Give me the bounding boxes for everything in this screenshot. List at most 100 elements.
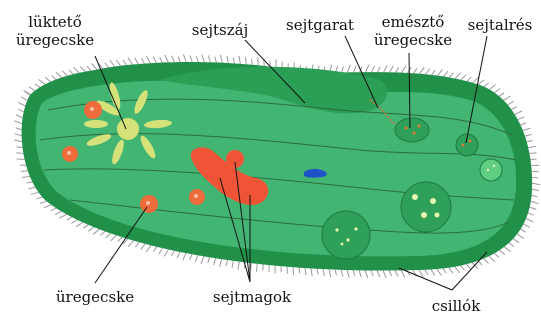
cilium	[258, 57, 259, 65]
cilium	[518, 117, 525, 120]
cilium	[420, 67, 425, 74]
cilium	[528, 146, 536, 147]
cilium	[239, 56, 240, 64]
cilium	[183, 253, 186, 260]
cilium	[395, 271, 398, 277]
cilium	[37, 197, 43, 199]
digestive-vacuole-top	[395, 118, 429, 142]
cilium	[525, 134, 532, 136]
food-vacuole-large	[401, 182, 451, 232]
cilium	[401, 270, 405, 277]
cilium	[527, 141, 533, 142]
cilium	[233, 57, 234, 63]
cilium	[443, 268, 447, 273]
cilium	[528, 213, 534, 215]
cilium	[425, 270, 428, 275]
cilium	[16, 115, 23, 118]
cilium	[67, 217, 72, 220]
cilium	[76, 222, 83, 226]
cilium	[60, 214, 67, 218]
cilium	[499, 93, 504, 96]
cilium	[517, 234, 524, 238]
cilium	[201, 256, 204, 264]
cilium	[461, 75, 466, 80]
cilium	[449, 268, 453, 274]
cilium	[432, 70, 436, 75]
cilium	[160, 57, 163, 62]
cilium	[135, 58, 139, 64]
cilium	[438, 69, 443, 75]
cilium	[164, 249, 168, 256]
cilium	[354, 66, 357, 73]
label-csillok: csillók	[432, 297, 482, 315]
cilium	[208, 56, 210, 63]
cilium	[489, 256, 495, 261]
cilium	[83, 225, 88, 228]
cilium	[208, 257, 210, 263]
cilium	[467, 77, 471, 81]
cilium	[141, 244, 145, 250]
cilium	[467, 264, 472, 269]
cilium	[323, 269, 324, 276]
cilium	[342, 67, 344, 73]
label-sejtmagok: sejtmagok	[213, 288, 292, 306]
cilium	[305, 268, 306, 275]
label-lukteto: lüktető	[28, 13, 82, 31]
cilium	[110, 60, 115, 67]
cilium	[172, 56, 175, 62]
cilium	[40, 201, 47, 203]
cilium	[56, 72, 62, 77]
cilium	[128, 58, 132, 65]
cilium	[348, 65, 351, 73]
cilium	[16, 153, 23, 154]
cilium	[372, 66, 375, 72]
cilium	[190, 254, 192, 260]
cilium	[45, 77, 50, 82]
cilium	[461, 266, 465, 271]
cilium	[24, 90, 31, 94]
cilium	[377, 271, 380, 277]
cilium	[257, 264, 258, 272]
cilium	[390, 66, 394, 72]
cilium	[251, 263, 252, 270]
cilium	[17, 147, 23, 148]
cilium	[153, 247, 156, 252]
cilium	[202, 54, 204, 62]
cilium	[526, 219, 533, 222]
cilium	[147, 56, 151, 63]
cilium	[128, 241, 133, 247]
cilium	[383, 271, 386, 278]
cilium	[106, 233, 111, 238]
cilium	[245, 57, 246, 64]
food-vacuole-medium	[322, 211, 370, 259]
cilium	[396, 67, 399, 72]
cilium	[18, 102, 25, 106]
cilium	[105, 63, 109, 68]
cilium	[511, 107, 516, 110]
cilium	[165, 55, 168, 62]
label-sejtgarat: sejtgarat	[286, 16, 354, 34]
cilium	[14, 140, 22, 142]
cilium	[35, 84, 40, 88]
cilium	[18, 109, 24, 112]
cilium	[426, 69, 430, 75]
label-emeszto: emésztő	[382, 13, 445, 31]
cilium	[177, 252, 180, 258]
cilium	[22, 177, 30, 178]
cilium	[51, 208, 57, 210]
cilium	[44, 205, 51, 208]
cilium	[195, 255, 198, 261]
cilium	[530, 207, 537, 209]
cilium	[153, 57, 156, 63]
cilium	[484, 83, 489, 87]
cilium	[371, 271, 373, 277]
cilium	[52, 76, 57, 80]
cilium	[16, 128, 22, 130]
cilium	[293, 267, 294, 275]
cilium	[111, 235, 117, 241]
cilium	[159, 248, 163, 254]
cilium	[419, 270, 423, 277]
cilium	[335, 270, 337, 276]
cilium	[513, 239, 519, 243]
